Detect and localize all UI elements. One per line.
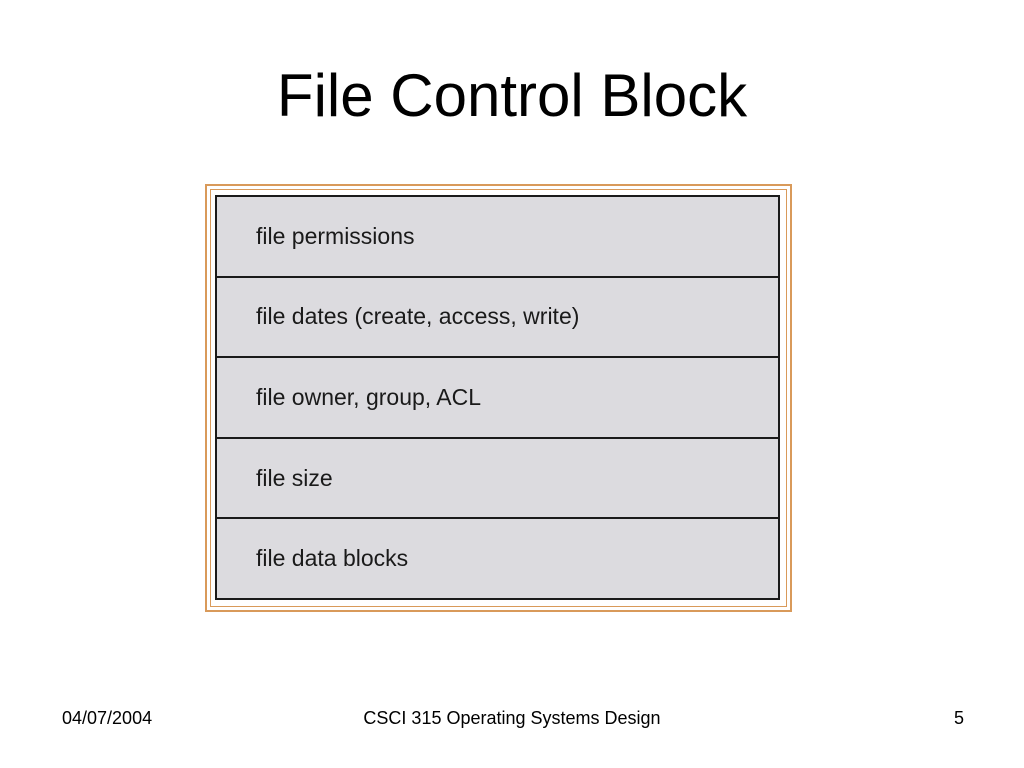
file-control-block-table: file permissions file dates (create, acc… — [215, 195, 780, 600]
fcb-row-data-blocks: file data blocks — [217, 517, 778, 598]
footer-date: 04/07/2004 — [62, 708, 153, 728]
footer-course: CSCI 315 Operating Systems Design — [363, 708, 661, 728]
footer-page-number: 5 — [953, 708, 964, 728]
fcb-row-permissions: file permissions — [256, 222, 415, 249]
fcb-row-dates: file dates (create, access, write) — [217, 275, 778, 357]
fcb-row-size: file size — [217, 436, 778, 518]
fcb-row-owner: file owner, group, ACL — [217, 356, 778, 437]
slide-title: File Control Block — [276, 62, 748, 129]
